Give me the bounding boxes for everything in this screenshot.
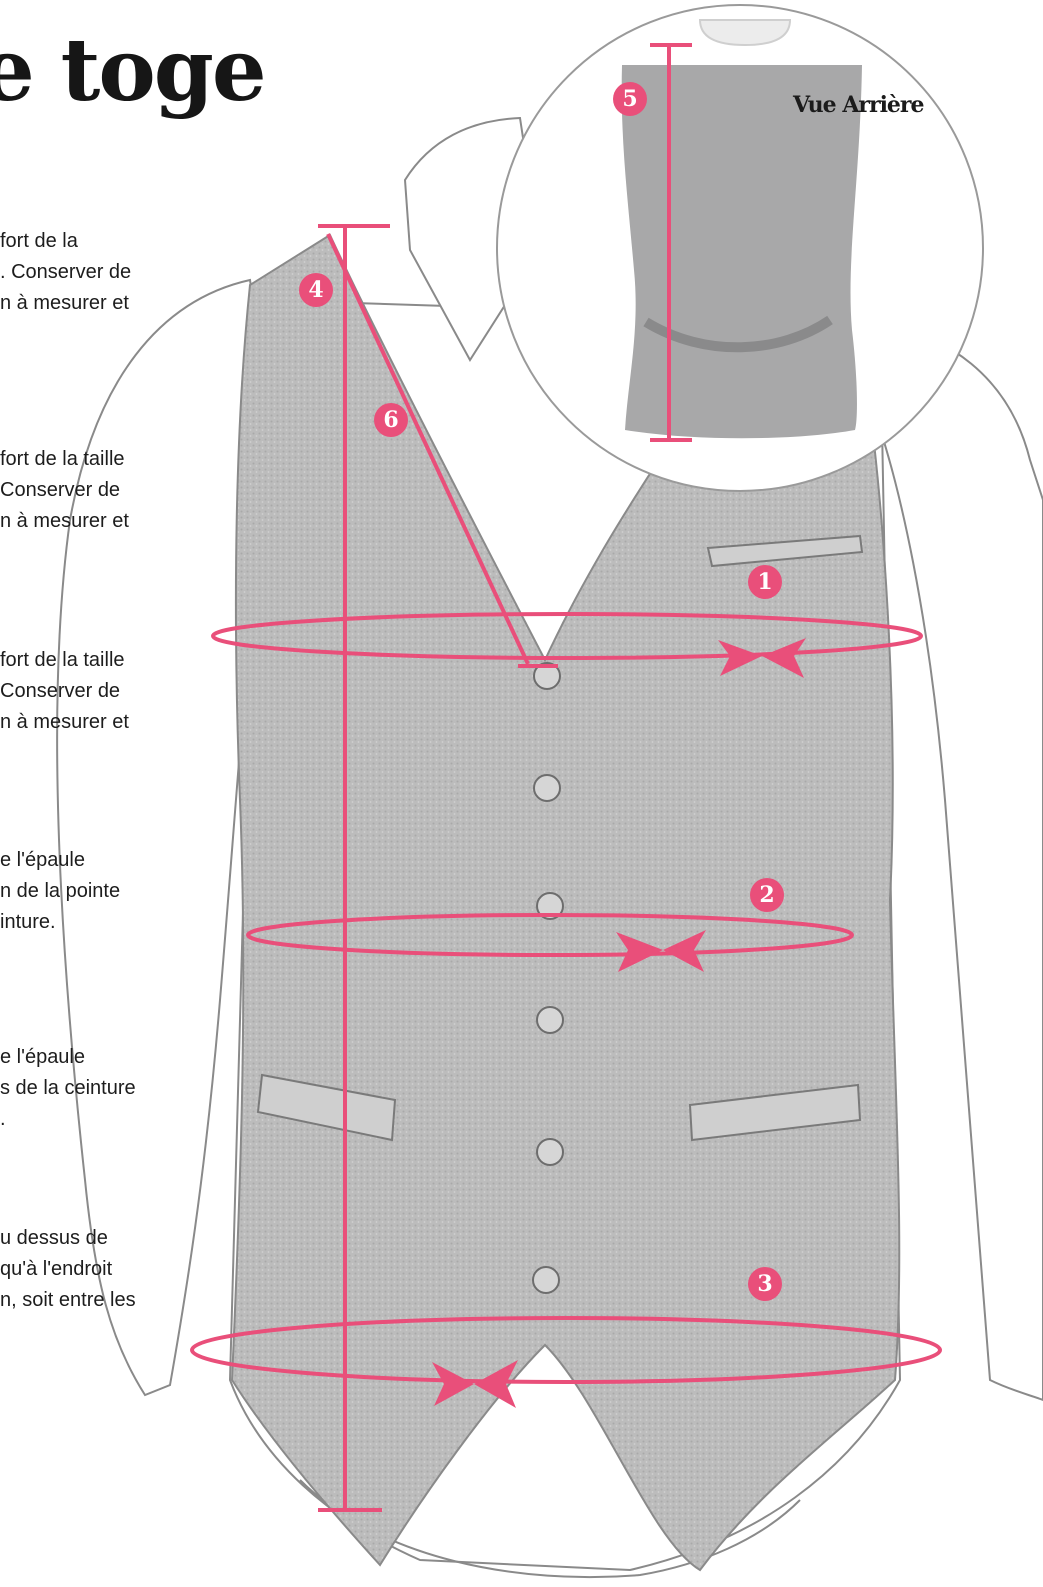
marker-4: 4 xyxy=(299,273,333,307)
marker-6: 6 xyxy=(374,403,408,437)
marker-2: 2 xyxy=(750,878,784,912)
button xyxy=(533,1267,559,1293)
measurement-note-1: fort de la . Conserver de n à mesurer et xyxy=(0,226,131,319)
marker-5: 5 xyxy=(613,82,647,116)
vest-back xyxy=(622,65,862,438)
measurement-note-2: fort de la taille Conserver de n à mesur… xyxy=(0,444,129,537)
measurement-note-5: e l'épaule s de la ceinture . xyxy=(0,1042,136,1135)
back-view-label: Vue Arrière xyxy=(793,92,924,118)
measurement-note-6: u dessus de qu'à l'endroit n, soit entre… xyxy=(0,1223,136,1316)
measurement-note-3: fort de la taille Conserver de n à mesur… xyxy=(0,645,129,738)
button xyxy=(534,775,560,801)
page-title: e toge xyxy=(0,20,265,121)
marker-1: 1 xyxy=(748,565,782,599)
button xyxy=(537,1139,563,1165)
marker-3: 3 xyxy=(748,1267,782,1301)
button xyxy=(537,1007,563,1033)
measurement-note-4: e l'épaule n de la pointe inture. xyxy=(0,845,120,938)
